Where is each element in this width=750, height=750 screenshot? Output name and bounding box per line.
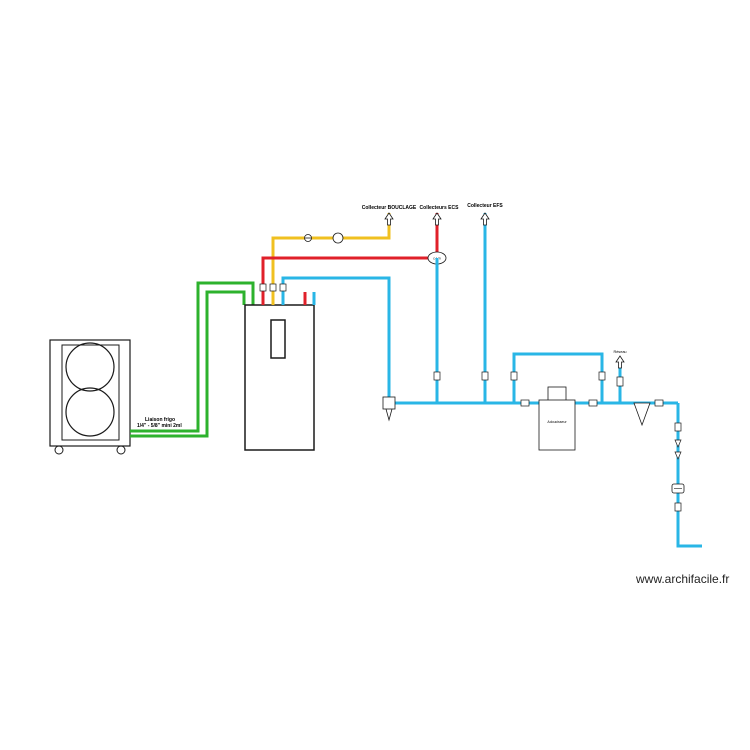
water-softener: Adoucisseur bbox=[538, 386, 576, 451]
loop-return-line bbox=[271, 213, 391, 305]
expansion-vessel bbox=[382, 396, 396, 422]
valve-icon bbox=[616, 376, 624, 387]
liaison-frigo-title: Liaison frigo bbox=[145, 417, 175, 423]
control-panel bbox=[270, 319, 286, 359]
pump-icon bbox=[332, 232, 344, 244]
filter-icon bbox=[633, 402, 651, 427]
reseau-label: Réseau bbox=[613, 350, 626, 354]
valve-icon bbox=[520, 399, 664, 407]
collecteur-ecs-label: Collecteurs ECS bbox=[420, 205, 460, 211]
collecteur-efs-label: Collecteur EFS bbox=[467, 203, 503, 209]
valve-icon bbox=[433, 371, 682, 512]
valve-icon bbox=[259, 283, 287, 292]
svg-text:Adoucisseur: Adoucisseur bbox=[547, 420, 567, 424]
fan-icon bbox=[65, 387, 115, 437]
water-meter-icon bbox=[671, 483, 685, 494]
valve-icon bbox=[304, 234, 312, 242]
fan-icon bbox=[65, 342, 115, 392]
refrigerant-line bbox=[130, 281, 255, 438]
arrow-up-icon bbox=[384, 212, 625, 369]
hot-water-line bbox=[261, 213, 439, 305]
collecteur-bouclage-label: Collecteur BOUCLAGE bbox=[362, 205, 417, 211]
cold-water-line bbox=[281, 213, 702, 548]
heat-pump-outdoor-unit bbox=[49, 339, 131, 455]
check-valve-icon bbox=[674, 439, 682, 460]
watermark: www.archifacile.fr bbox=[636, 572, 730, 586]
liaison-frigo-spec: 1/4" - 5/8" mini 2ml bbox=[137, 423, 182, 429]
hot-water-cylinder bbox=[244, 304, 315, 451]
